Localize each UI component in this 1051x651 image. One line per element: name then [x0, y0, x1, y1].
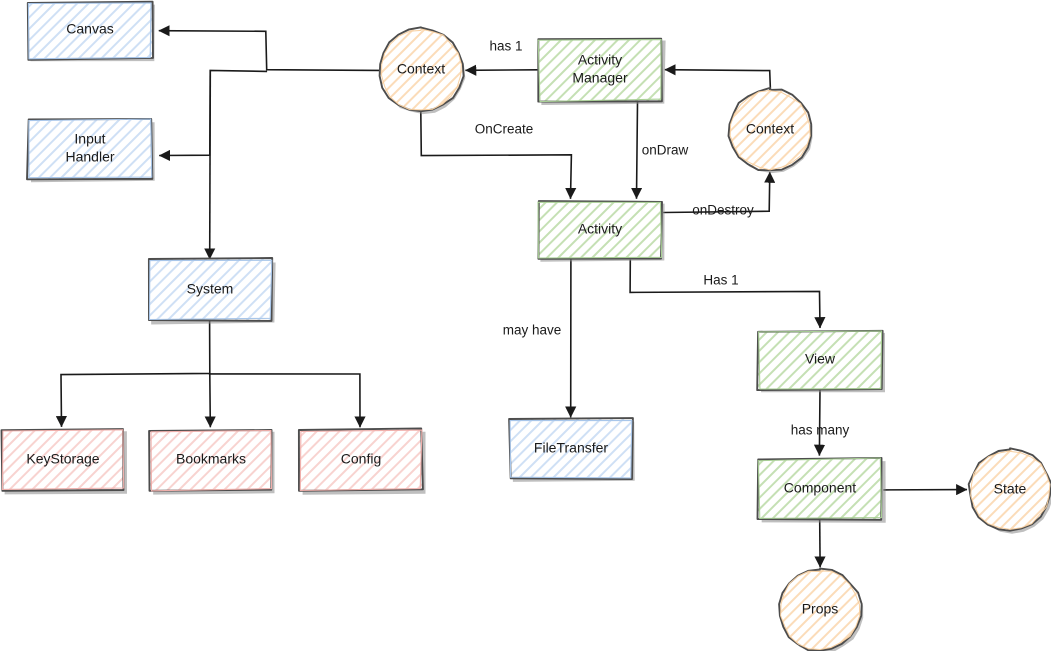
- node-inner-stroke-state: [970, 450, 1051, 530]
- node-inner-stroke-filetransfer: [509, 419, 633, 479]
- node-inner-stroke-system: [148, 259, 273, 321]
- edge-ctx-to-input-handler: [158, 69, 268, 162]
- edge-label-am-ondraw: onDraw: [642, 143, 689, 158]
- node-system[interactable]: System: [147, 257, 276, 325]
- node-shape-view: [756, 329, 884, 392]
- node-inner-stroke-input-handler: [28, 118, 153, 179]
- node-component[interactable]: Component: [756, 456, 886, 523]
- edge-ctxleft-oncreate: [419, 110, 577, 200]
- node-shape-input-handler: [26, 118, 154, 181]
- node-canvas[interactable]: Canvas: [26, 0, 155, 62]
- node-shape-filetransfer: [508, 417, 634, 480]
- node-inner-stroke-keystorage: [1, 429, 125, 490]
- node-inner-stroke-context-left: [381, 28, 462, 111]
- node-shape-state: [967, 447, 1051, 532]
- node-inner-stroke-activity: [537, 201, 663, 259]
- edge-context-right-to-am: [664, 64, 772, 91]
- node-inner-stroke-config: [299, 429, 423, 492]
- edge-label-ctxleft-oncreate: OnCreate: [475, 122, 534, 137]
- node-inner-stroke-props: [780, 570, 861, 651]
- node-shape-context-right: [727, 86, 813, 172]
- node-inner-stroke-bookmarks: [150, 429, 273, 492]
- edge-system-to-config: [208, 373, 366, 428]
- edge-am-ondraw: [631, 102, 643, 200]
- node-context-right[interactable]: Context: [727, 86, 813, 174]
- edge-label-am-to-context-left: has 1: [489, 39, 522, 54]
- node-state[interactable]: State: [967, 447, 1051, 534]
- node-shape-keystorage: [0, 428, 125, 492]
- node-shape-config: [297, 427, 424, 492]
- node-shape-system: [147, 257, 274, 322]
- node-shape-activity: [537, 200, 663, 260]
- edge-label-activity-ondestroy: onDestroy: [692, 203, 754, 218]
- node-config[interactable]: Config: [297, 427, 426, 495]
- edge-activity-has1-view: [629, 259, 826, 329]
- edge-activity-ondestroy: [663, 171, 776, 214]
- node-filetransfer[interactable]: FileTransfer: [508, 417, 635, 482]
- node-inner-stroke-activity-manager: [537, 39, 662, 103]
- edge-label-activity-has1-view: Has 1: [703, 273, 738, 288]
- edge-view-has-many-component: [813, 388, 826, 456]
- edge-label-activity-may-have-ft: may have: [503, 323, 562, 338]
- edge-system-to-keystorage: [55, 318, 211, 428]
- node-shape-component: [756, 456, 883, 521]
- edge-ctx-to-system: [204, 70, 216, 260]
- node-view[interactable]: View: [756, 329, 885, 393]
- node-keystorage[interactable]: KeyStorage: [0, 428, 128, 495]
- node-props[interactable]: Props: [778, 567, 864, 651]
- node-inner-stroke-view: [758, 330, 883, 390]
- node-shape-canvas: [26, 0, 154, 61]
- edges-layer: [55, 25, 968, 568]
- node-shape-context-left: [378, 26, 465, 113]
- node-shape-bookmarks: [148, 429, 273, 492]
- node-inner-stroke-canvas: [27, 2, 152, 60]
- node-activity[interactable]: Activity: [537, 200, 665, 262]
- edge-ctx-to-canvas: [158, 25, 380, 72]
- node-context-left[interactable]: Context: [378, 26, 466, 115]
- node-shape-activity-manager: [537, 37, 663, 103]
- node-inner-stroke-component: [757, 457, 883, 519]
- edge-am-to-context-left: [465, 64, 538, 76]
- node-bookmarks[interactable]: Bookmarks: [148, 429, 275, 495]
- edge-system-to-bookmarks: [204, 373, 216, 428]
- node-inner-stroke-context-right: [729, 89, 811, 171]
